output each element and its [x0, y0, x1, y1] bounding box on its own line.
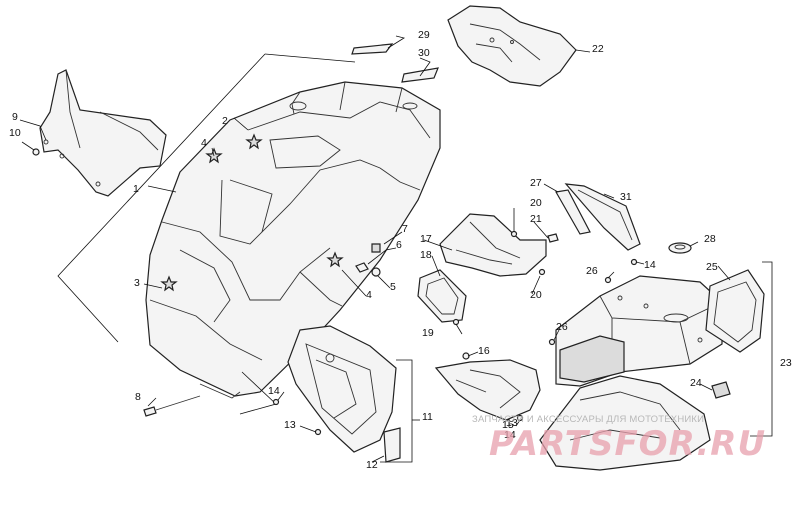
- part-14-screw-b: [630, 258, 638, 266]
- part-14-screw-a: [272, 398, 280, 406]
- callout-5: 5: [390, 281, 396, 293]
- callout-25: 25: [706, 261, 718, 273]
- part-18-intake-frame: [417, 269, 467, 323]
- part-11-lower-panel: [287, 325, 397, 453]
- part-9-side-panel: [39, 69, 167, 197]
- callout-13b: 13: [506, 417, 518, 429]
- callout-16: 16: [478, 345, 490, 357]
- part-17-intake-duct: [439, 213, 547, 277]
- callout-13a: 13: [284, 419, 296, 431]
- part-3-decal-star: [160, 275, 178, 292]
- part-13-screw: [314, 428, 322, 436]
- part-10-screw: [32, 148, 40, 156]
- part-27-strip: [555, 189, 591, 235]
- part-1-main-hood: [145, 81, 441, 399]
- callout-7: 7: [402, 223, 408, 235]
- watermark-tagline: ЗАПЧАСТИ И АКСЕССУАРЫ ДЛЯ МОТОТЕХНИКИ: [472, 414, 705, 425]
- callout-9: 9: [12, 111, 18, 123]
- callout-17: 17: [420, 233, 432, 245]
- callout-14c: 14: [504, 429, 516, 441]
- part-4-decal-star-b: [326, 251, 344, 268]
- part-23-airbox: [555, 275, 723, 387]
- part-21-clip: [547, 233, 559, 243]
- leader-lines: [19, 35, 731, 463]
- part-26-screw-a: [604, 276, 612, 284]
- callout-6: 6: [396, 239, 402, 251]
- part-5-grommet: [371, 267, 381, 277]
- callout-23: 23: [780, 357, 792, 369]
- callout-28: 28: [704, 233, 716, 245]
- part-26-screw-b: [548, 338, 556, 346]
- callout-27: 27: [530, 177, 542, 189]
- callout-4b: 4: [366, 289, 372, 301]
- callout-4a: 4: [201, 137, 207, 149]
- hood-assembly-bracket: [57, 53, 356, 343]
- callout-20a: 20: [530, 197, 542, 209]
- part-24-filter-element: [711, 381, 731, 399]
- part-25-air-filter-box: [705, 269, 765, 353]
- part-29-plate: [351, 43, 394, 55]
- callout-8: 8: [135, 391, 141, 403]
- part-28-grommet: [668, 242, 692, 254]
- callout-31: 31: [620, 191, 632, 203]
- callout-12: 12: [366, 459, 378, 471]
- part-22-top-cover: [447, 5, 577, 87]
- part-20-screw-a: [510, 230, 518, 238]
- callout-14b: 14: [644, 259, 656, 271]
- callout-18: 18: [420, 249, 432, 261]
- callout-20b: 20: [530, 289, 542, 301]
- callout-2: 2: [222, 115, 228, 127]
- watermark-logo: PARTSFOR.RU: [489, 424, 767, 464]
- callout-1: 1: [133, 183, 139, 195]
- callout-19: 19: [422, 327, 434, 339]
- part-6-clip: [355, 262, 369, 273]
- callout-14a: 14: [268, 385, 280, 397]
- callout-26b: 26: [556, 321, 568, 333]
- callout-29: 29: [418, 29, 430, 41]
- callout-21: 21: [530, 213, 542, 225]
- callout-15: 15: [502, 419, 514, 431]
- callout-10: 10: [9, 127, 21, 139]
- callout-24: 24: [690, 377, 702, 389]
- part-8-bolt: [143, 395, 201, 417]
- part-16-lower-intake: [434, 352, 541, 421]
- part-23-bracket: [750, 261, 773, 437]
- callout-30: 30: [418, 47, 430, 59]
- part-31-deflector: [564, 183, 641, 251]
- part-19-screw: [452, 318, 460, 326]
- part-30-plate: [401, 67, 439, 83]
- part-7-bracket: [371, 243, 381, 253]
- part-12-reflector: [383, 427, 401, 463]
- callout-26a: 26: [586, 265, 598, 277]
- callout-22: 22: [592, 43, 604, 55]
- lower-tray: [539, 375, 711, 471]
- callout-11: 11: [422, 411, 433, 423]
- part-20-screw-b: [538, 268, 546, 276]
- callout-3: 3: [134, 277, 140, 289]
